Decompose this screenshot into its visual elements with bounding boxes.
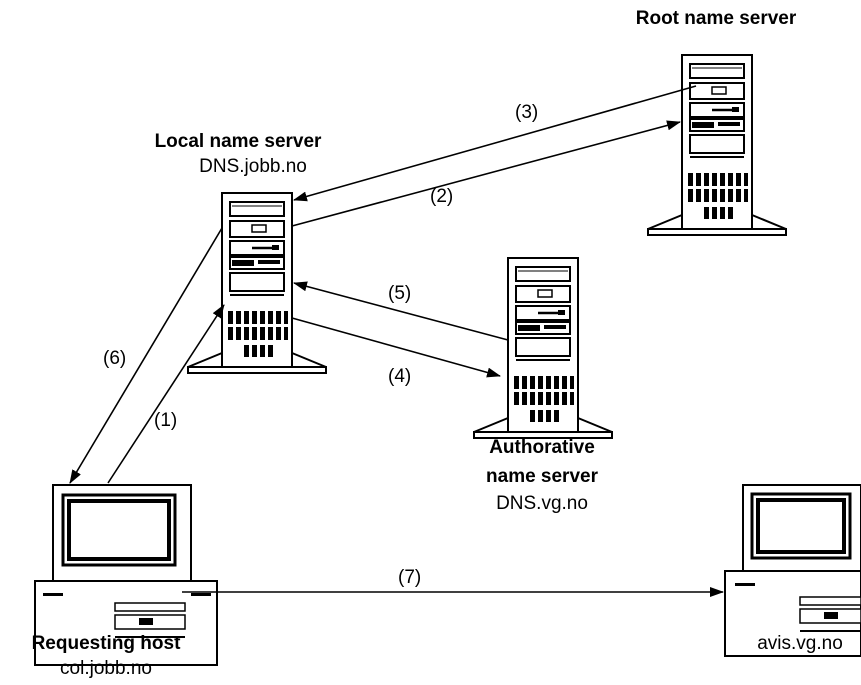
local-name-server-icon [186,191,328,375]
requesting-host-computer-icon [34,484,218,666]
arrow-step-3 [293,85,697,202]
arrow-step-1 [107,304,225,484]
authoritative-name-server-title-line2: name server [486,466,598,487]
arrow-step-6 [69,227,223,484]
authoritative-name-server-title-line1: Authorative [489,437,595,458]
local-name-server-hostname: DNS.jobb.no [199,156,307,177]
root-name-server-icon [646,53,788,237]
requesting-host-hostname: col.jobb.no [60,658,152,679]
step-label-1: (1) [154,410,178,431]
target-host-hostname: avis.vg.no [757,633,843,654]
arrow-step-4 [291,317,501,378]
arrow-step-5 [293,281,509,341]
step-label-4: (4) [388,366,412,387]
step-label-7: (7) [398,567,422,588]
root-name-server-title: Root name server [635,8,797,29]
authoritative-name-server-icon [472,256,614,440]
step-label-6: (6) [103,348,127,369]
step-label-5: (5) [388,283,412,304]
local-name-server-title: Local name server [154,131,322,152]
requesting-host-title: Requesting host [31,633,181,654]
target-host-computer-icon [724,484,861,657]
authoritative-name-server-hostname: DNS.vg.no [496,493,588,514]
arrow-step-2 [291,120,681,227]
step-label-3: (3) [515,102,539,123]
step-label-2: (2) [430,186,454,207]
